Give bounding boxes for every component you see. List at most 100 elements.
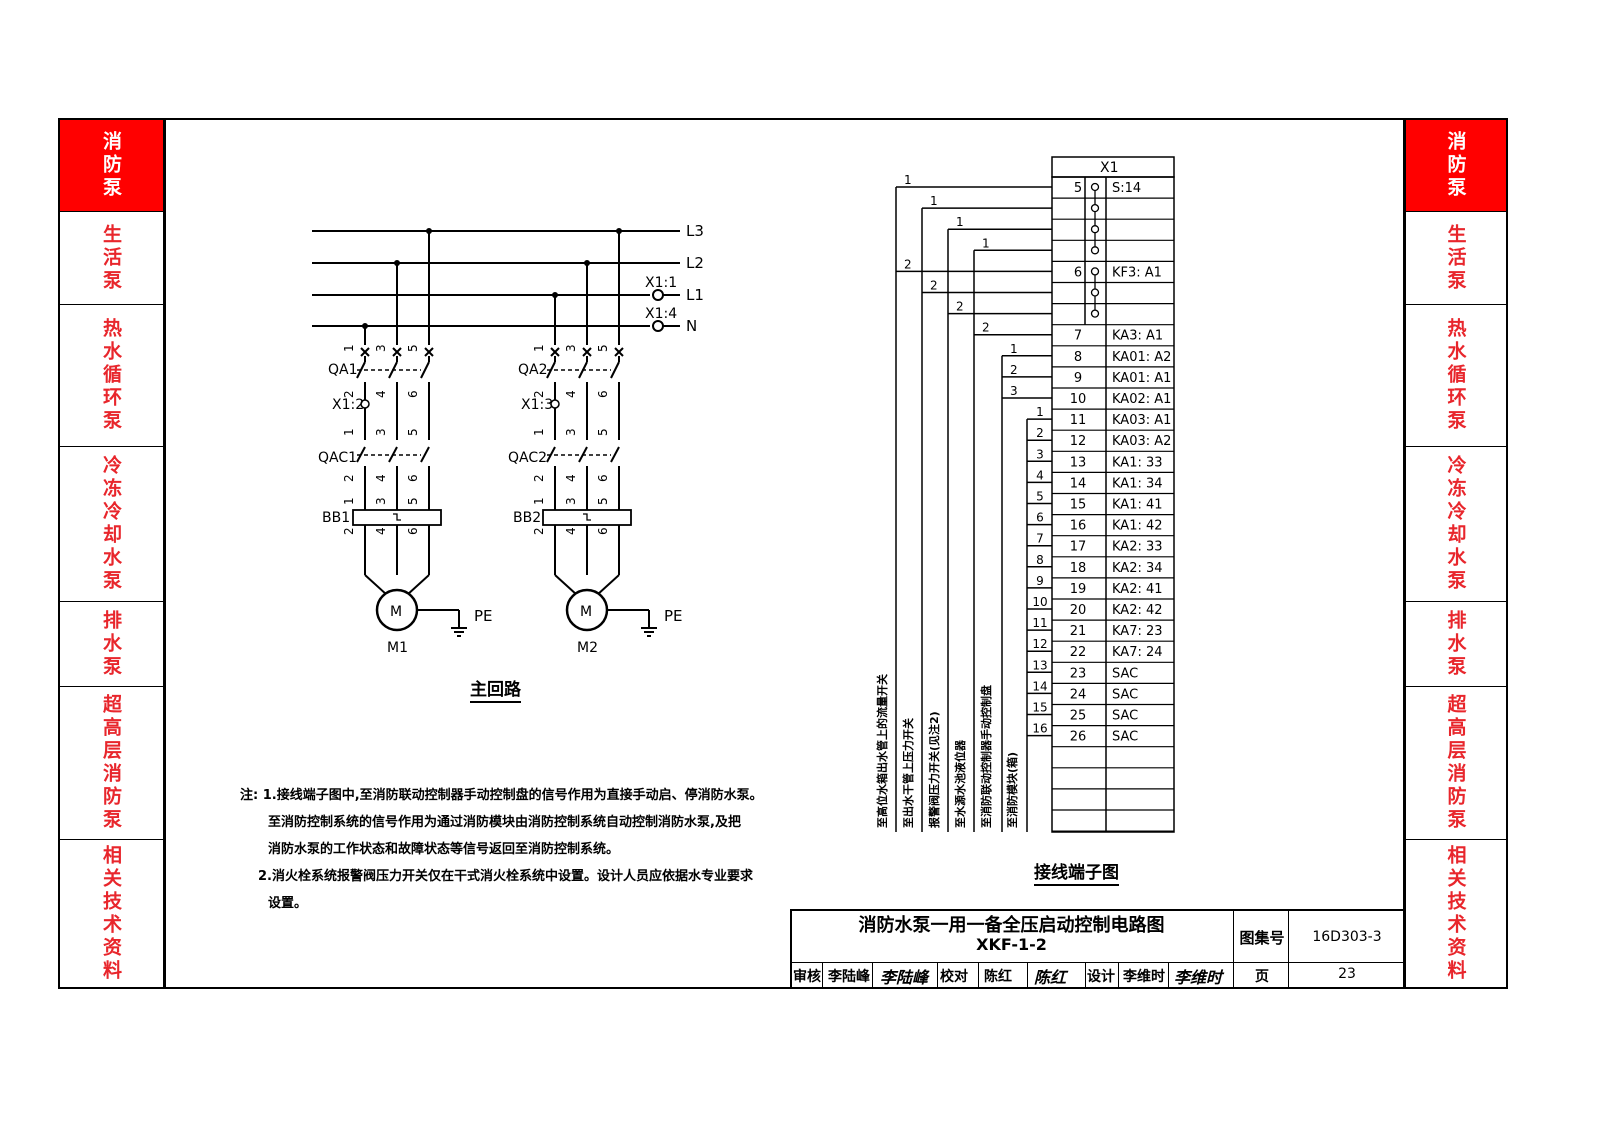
pole-number: 6: [406, 474, 420, 482]
motor-m1-name: M1: [387, 640, 408, 656]
wire-number: 1: [982, 236, 990, 250]
side-tab-hot-water-pump[interactable]: 热水循环泵: [60, 305, 163, 447]
side-tab-chilled-water-pump[interactable]: 冷冻冷却水泵: [1406, 447, 1506, 602]
motor-lead: [596, 574, 620, 596]
frame: [58, 118, 1508, 989]
terminal-number: 5: [1074, 181, 1082, 196]
terminal-number: 15: [1070, 498, 1087, 513]
side-tab-related-info[interactable]: 相关技术资料: [1444, 844, 1467, 983]
terminal-link-point: [1090, 267, 1100, 276]
terminal-point: [550, 399, 560, 409]
wire-number: 1: [1010, 342, 1018, 356]
pole-number: 2: [342, 474, 356, 482]
terminal-number: 13: [1070, 455, 1087, 470]
breaker-contact: [420, 361, 430, 379]
motor-lead: [554, 574, 578, 596]
pole-number: 5: [406, 428, 420, 436]
drawing-title: 消防水泵一用一备全压启动控制电路图: [858, 915, 1165, 936]
wire-number: 1: [930, 194, 938, 208]
wire-number: 2: [956, 300, 964, 314]
side-tab-fire-pump[interactable]: 消防泵: [60, 120, 163, 212]
terminal-x1-4: X1:4: [645, 306, 677, 322]
wire-number: 8: [1036, 553, 1044, 567]
pole-number: 2: [532, 390, 546, 398]
pole-number: 6: [406, 390, 420, 398]
side-tab-highrise-fire-pump[interactable]: 超高层消防泵: [60, 687, 163, 840]
pole-number: 5: [596, 497, 610, 505]
reviewer-name: 李陆峰: [828, 969, 870, 985]
frame-inner-left: [163, 118, 166, 989]
terminal-number: 25: [1070, 709, 1087, 724]
junction-dot: [426, 228, 432, 234]
wire-number: 3: [1010, 384, 1018, 398]
terminal-number: 10: [1070, 392, 1087, 407]
note-line: 至消防控制系统的信号作用为通过消防模块由消防控制系统自动控制消防水泵,及把: [268, 815, 741, 830]
title-block-cell-divider: [872, 962, 873, 989]
side-tab-drainage-pump[interactable]: 排水泵: [1406, 602, 1506, 687]
ground-pe-2: PE: [664, 607, 683, 625]
note-line: 消防水泵的工作状态和故障状态等信号返回至消防控制系统。: [268, 842, 620, 857]
terminal-label: SAC: [1112, 730, 1138, 745]
wire-number: 5: [1036, 490, 1044, 504]
thermal-relay-mark: [583, 513, 591, 521]
title-block: [790, 909, 1404, 989]
pole-number: 1: [532, 497, 546, 505]
side-tab-fire-pump[interactable]: 消防泵: [1406, 120, 1506, 212]
terminal-label: KA3: A1: [1112, 329, 1163, 344]
terminal-x1-1: X1:1: [645, 275, 677, 291]
wire-number: 13: [1032, 658, 1047, 672]
side-tab-domestic-pump[interactable]: 生活泵: [60, 212, 163, 305]
pole-number: 3: [374, 497, 388, 505]
terminal-number: 6: [1074, 265, 1082, 280]
terminal-link-point: [1090, 203, 1100, 213]
side-tab-hot-water-pump[interactable]: 热水循环泵: [1406, 305, 1506, 447]
contactor-qac2-label: QAC2: [508, 450, 547, 466]
title-block-divider: [790, 962, 1404, 963]
motor-m2-symbol: M: [580, 604, 592, 620]
reviewer-signature: 李陆峰: [880, 968, 929, 987]
terminal-point: [360, 399, 370, 409]
terminal-number: 7: [1074, 329, 1082, 344]
junction-dot: [552, 292, 558, 298]
terminal-link-point: [1090, 182, 1100, 192]
destination-label: 至出水干管上压力开关: [901, 718, 915, 828]
wire-number: 14: [1032, 679, 1047, 693]
wire-number: 2: [904, 257, 912, 271]
main-circuit-caption: 主回路: [470, 675, 521, 703]
wire-number: 9: [1036, 574, 1044, 588]
main-circuit-diagram: L3 L2 L1 N X1:1 X1:4 1212123434345656561…: [312, 222, 704, 656]
pole-number: 6: [596, 390, 610, 398]
wire-number: 2: [982, 321, 990, 335]
pole-number: 2: [342, 390, 356, 398]
wire-number: 6: [1036, 511, 1044, 525]
terminal-link-point: [1090, 288, 1100, 297]
wire-number: 10: [1032, 595, 1047, 609]
terminal-number: 8: [1074, 350, 1082, 365]
pole-number: 3: [564, 344, 578, 352]
pole-number: 2: [342, 527, 356, 535]
junction-dot: [362, 323, 368, 329]
side-tab-drainage-pump[interactable]: 排水泵: [60, 602, 163, 687]
pole-number: 2: [532, 474, 546, 482]
pole-number: 2: [532, 527, 546, 535]
atlas-number: 16D303-3: [1312, 929, 1382, 945]
pole-number: 1: [532, 428, 546, 436]
checker-signature: 陈红: [1034, 968, 1067, 987]
side-tab-related-info[interactable]: 相关技术资料: [100, 844, 122, 983]
breaker-cross: [614, 347, 624, 357]
side-tab-chilled-water-pump[interactable]: 冷冻冷却水泵: [60, 447, 163, 602]
terminal-number: 12: [1070, 434, 1087, 449]
wire-number: 7: [1036, 532, 1044, 546]
pole-number: 4: [374, 474, 388, 482]
terminal-label: KA2: 33: [1112, 540, 1163, 555]
ground-pe-1: PE: [474, 607, 493, 625]
terminal-label: KA01: A1: [1112, 371, 1171, 386]
side-tab-domestic-pump[interactable]: 生活泵: [1406, 212, 1506, 305]
note-line: 注: 1.接线端子图中,至消防联动控制器手动控制盘的信号作用为直接手动启、停消防…: [240, 788, 763, 803]
contactor-contact: [610, 446, 620, 463]
wire-number: 16: [1032, 722, 1047, 736]
note-line: 设置。: [268, 896, 308, 911]
junction-dot: [616, 228, 622, 234]
side-tab-highrise-fire-pump[interactable]: 超高层消防泵: [1406, 687, 1506, 840]
terminal-number: 9: [1074, 371, 1082, 386]
